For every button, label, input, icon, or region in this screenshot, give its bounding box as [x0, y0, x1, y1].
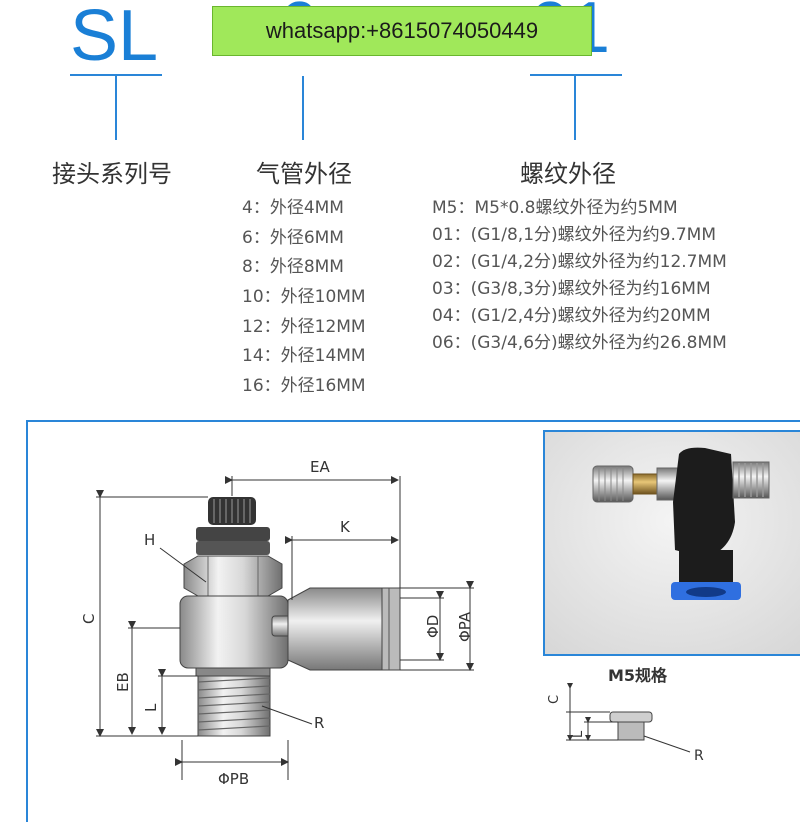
m5-dim-r: R	[694, 748, 704, 764]
list-item: 04：(G1/2,4分)螺纹外径为约20MM	[432, 306, 711, 326]
thread-section	[197, 675, 271, 737]
thread-label: 螺纹外径	[520, 160, 616, 188]
drawing-panel	[26, 420, 800, 822]
list-item: 06：(G3/4,6分)螺纹外径为约26.8MM	[432, 333, 727, 353]
series-label: 接头系列号	[52, 160, 172, 188]
fitting-body	[179, 595, 299, 677]
list-item: 16：外径16MM	[242, 376, 366, 397]
list-item: 03：(G3/8,3分)螺纹外径为约16MM	[432, 279, 711, 299]
dim-phi-d: ΦD	[424, 615, 442, 638]
hex-nut	[183, 555, 283, 597]
elbow-arm	[287, 587, 401, 671]
m5-dim-l: L	[571, 730, 586, 738]
tube-size-list: 4：外径4MM 6：外径6MM 8：外径8MM 10：外径10MM 12：外径1…	[242, 194, 366, 402]
tube-label: 气管外径	[256, 160, 352, 188]
thread-size-list: M5：M5*0.8螺纹外径为约5MM 01：(G1/8,1分)螺纹外径为约9.7…	[432, 195, 727, 357]
m5-spec-title: M5规格	[608, 666, 668, 685]
dim-l: L	[142, 703, 160, 712]
thread-connector	[574, 76, 576, 140]
whatsapp-watermark: whatsapp:+8615074050449	[212, 6, 592, 56]
thread-underline	[530, 74, 622, 76]
dim-h: H	[144, 531, 155, 549]
dim-ea: EA	[310, 458, 330, 476]
product-photo	[543, 430, 800, 656]
dim-eb: EB	[114, 672, 132, 692]
list-item: 12：外径12MM	[242, 316, 366, 337]
list-item: 10：外径10MM	[242, 287, 366, 308]
list-item: 8：外径8MM	[242, 257, 344, 278]
list-item: 02：(G1/4,2分)螺纹外径为约12.7MM	[432, 252, 727, 272]
dim-c: C	[80, 614, 98, 624]
list-item: 01：(G1/8,1分)螺纹外径为约9.7MM	[432, 225, 717, 245]
series-connector	[115, 76, 117, 140]
dim-phi-pb: ΦPB	[218, 770, 249, 788]
tube-connector	[302, 76, 304, 140]
list-item: 4：外径4MM	[242, 198, 344, 218]
list-item: 14：外径14MM	[242, 346, 366, 367]
list-item: M5：M5*0.8螺纹外径为约5MM	[432, 198, 678, 218]
dim-r: R	[314, 714, 324, 732]
series-underline	[70, 74, 162, 76]
list-item: 6：外径6MM	[242, 227, 344, 248]
dim-phi-pa: ΦPA	[456, 611, 474, 642]
m5-dim-c: C	[547, 695, 562, 704]
dim-k: K	[340, 518, 351, 536]
series-code: SL	[70, 0, 159, 76]
dimension-drawing: EA K H C EB L R ΦPB ΦD ΦPA	[80, 458, 474, 788]
m5-spec-drawing: C L R	[547, 683, 704, 764]
knob	[196, 497, 270, 555]
